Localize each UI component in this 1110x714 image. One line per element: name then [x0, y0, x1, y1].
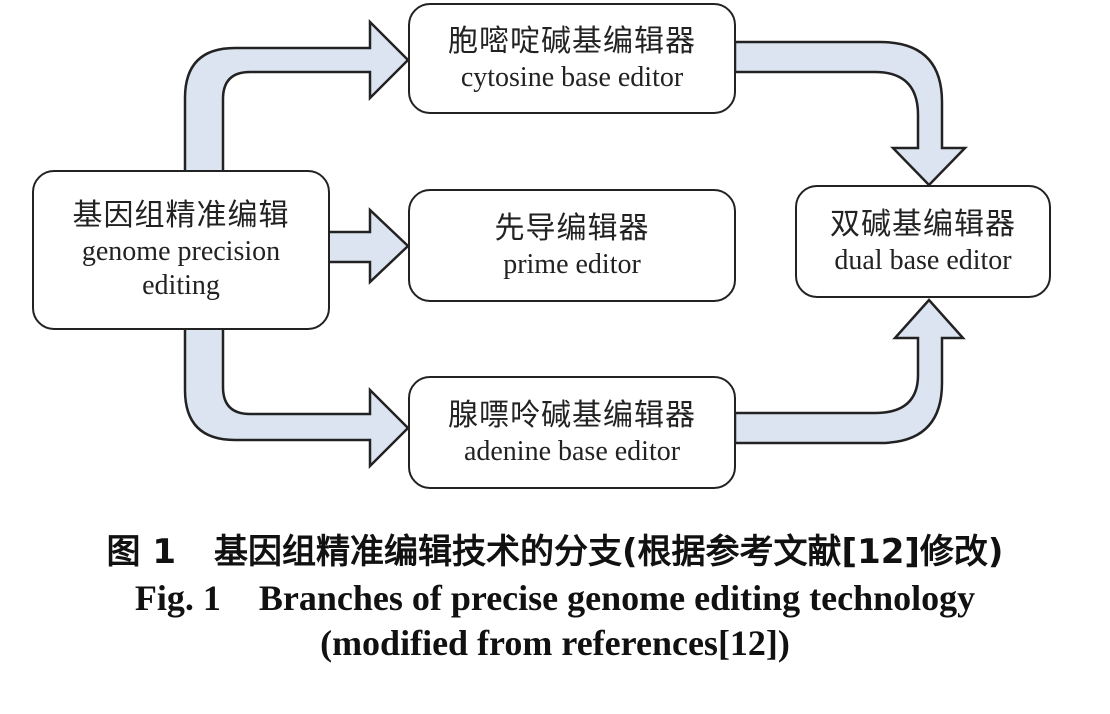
- arrow-root-to-cbe: [183, 18, 410, 174]
- caption-en-label: Fig. 1: [134, 578, 221, 618]
- node-abe-zh: 腺嘌呤碱基编辑器: [448, 397, 696, 433]
- node-root-en-line1: genome precision: [81, 236, 281, 267]
- caption-en-line1: Fig. 1 Branches of precise genome editing…: [0, 576, 1110, 620]
- node-dual-base-editor: 双碱基编辑器 dual base editor: [795, 185, 1051, 298]
- node-cbe-en: cytosine base editor: [460, 61, 684, 93]
- node-dual-zh: 双碱基编辑器: [830, 206, 1016, 242]
- node-abe-en: adenine base editor: [463, 435, 681, 467]
- node-adenine-base-editor: 腺嘌呤碱基编辑器 adenine base editor: [408, 376, 736, 489]
- caption-zh: 图 1 基因组精准编辑技术的分支(根据参考文献[12]修改): [0, 530, 1110, 574]
- caption-en-text-line2: (modified from references[12]): [320, 623, 790, 663]
- caption-en-text-line1: Branches of precise genome editing techn…: [258, 578, 976, 618]
- node-genome-precision-editing: 基因组精准编辑 genome precision editing: [32, 170, 330, 330]
- node-cbe-zh: 胞嘧啶碱基编辑器: [448, 23, 696, 59]
- caption-en-line2: (modified from references[12]): [0, 621, 1110, 665]
- arrow-abe-to-dual: [733, 298, 966, 445]
- node-pe-en: prime editor: [503, 248, 641, 280]
- caption-zh-text: 基因组精准编辑技术的分支(根据参考文献[12]修改): [214, 532, 1004, 572]
- node-cytosine-base-editor: 胞嘧啶碱基编辑器 cytosine base editor: [408, 3, 736, 114]
- node-root-en-line2: editing: [142, 270, 220, 301]
- caption-zh-label: 图 1: [106, 532, 177, 572]
- node-dual-en: dual base editor: [834, 244, 1012, 276]
- node-prime-editor: 先导编辑器 prime editor: [408, 189, 736, 302]
- node-root-zh: 基因组精准编辑: [72, 198, 290, 233]
- node-pe-zh: 先导编辑器: [494, 210, 650, 246]
- arrow-root-to-pe: [326, 207, 410, 285]
- arrow-root-to-abe: [183, 326, 410, 470]
- arrow-cbe-to-dual: [733, 40, 968, 187]
